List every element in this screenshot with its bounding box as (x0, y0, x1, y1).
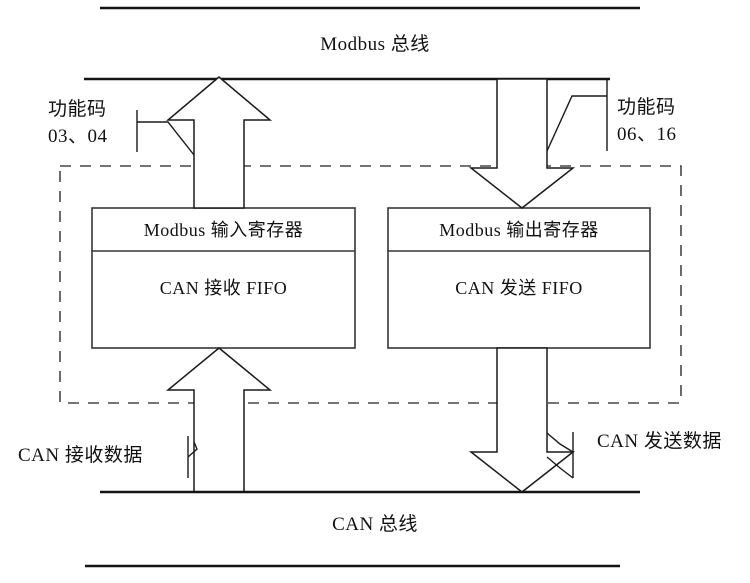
can-receive-leader (187, 436, 198, 478)
can-transmit-note: CAN 发送数据 (597, 431, 722, 452)
can-transmit-arrow (468, 347, 576, 493)
input-register-block-header: Modbus 输入寄存器 (143, 220, 304, 240)
modbus-write-note-line2: 06、16 (617, 124, 677, 145)
can-receive-arrow (165, 347, 273, 493)
can-transmit-leader (546, 432, 574, 479)
modbus-write-arrow (468, 78, 576, 209)
gateway-boundary-dashed-rect (59, 165, 682, 404)
modbus-read-arrow (165, 76, 273, 209)
input-register-block-body: CAN 接收 FIFO (159, 278, 288, 298)
input-register-block (91, 207, 356, 349)
can-receive-note: CAN 接收数据 (18, 445, 143, 466)
modbus-write-leader (546, 79, 608, 152)
output-register-block-header: Modbus 输出寄存器 (439, 220, 599, 240)
can-bus-label: CAN 总线 (332, 514, 418, 535)
modbus-write-note-line1: 功能码 (617, 97, 676, 118)
modbus-read-leader (136, 110, 195, 156)
output-register-block (387, 207, 651, 349)
modbus-read-note-line1: 功能码 (48, 99, 107, 120)
output-register-block-body: CAN 发送 FIFO (455, 278, 583, 298)
modbus-read-note-line2: 03、04 (48, 126, 108, 147)
modbus-bus-label: Modbus 总线 (320, 34, 430, 55)
